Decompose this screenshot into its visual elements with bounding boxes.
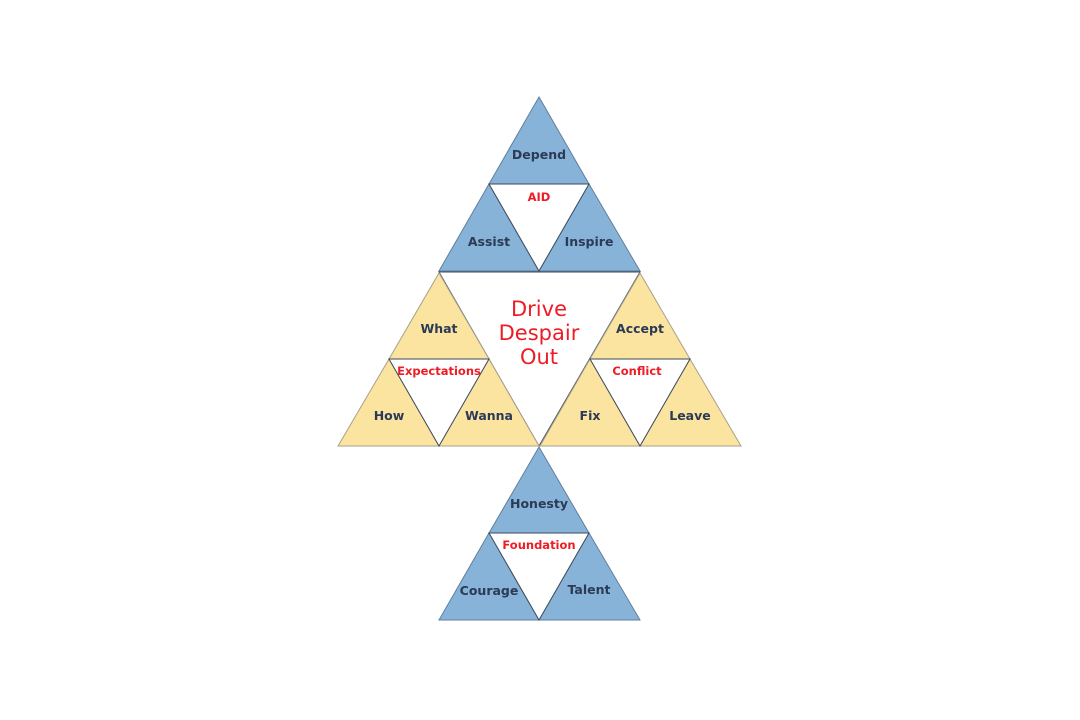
block-top: Depend Assist Inspire AID (438, 95, 641, 273)
triangle-depend (488, 95, 590, 185)
center-line-3: Out (520, 345, 558, 369)
block-left: What How Wanna Expectations (337, 272, 540, 448)
label-how: How (374, 408, 405, 423)
label-what: What (420, 321, 457, 336)
block-right: Accept Fix Leave Conflict (539, 272, 742, 448)
center-title: Drive Despair Out (499, 297, 580, 369)
block-bottom: Honesty Courage Talent Foundation (438, 446, 641, 622)
label-foundation: Foundation (502, 538, 575, 552)
triangle-conflict (589, 358, 691, 448)
label-accept: Accept (616, 321, 664, 336)
label-talent: Talent (568, 582, 611, 597)
triangle-honesty (488, 446, 590, 534)
label-assist: Assist (468, 234, 510, 249)
label-fix: Fix (580, 408, 601, 423)
label-depend: Depend (512, 147, 566, 162)
label-leave: Leave (669, 408, 711, 423)
triangle-expectations (388, 358, 490, 448)
label-aid: AID (528, 190, 551, 204)
label-courage: Courage (460, 583, 519, 598)
triangle-aid (488, 183, 590, 273)
center-line-1: Drive (511, 297, 567, 321)
label-wanna: Wanna (465, 408, 513, 423)
label-conflict: Conflict (612, 364, 662, 378)
triangle-foundation (488, 532, 590, 622)
label-inspire: Inspire (565, 234, 614, 249)
label-honesty: Honesty (510, 496, 568, 511)
label-expectations: Expectations (397, 364, 481, 378)
center-line-2: Despair (499, 321, 580, 345)
